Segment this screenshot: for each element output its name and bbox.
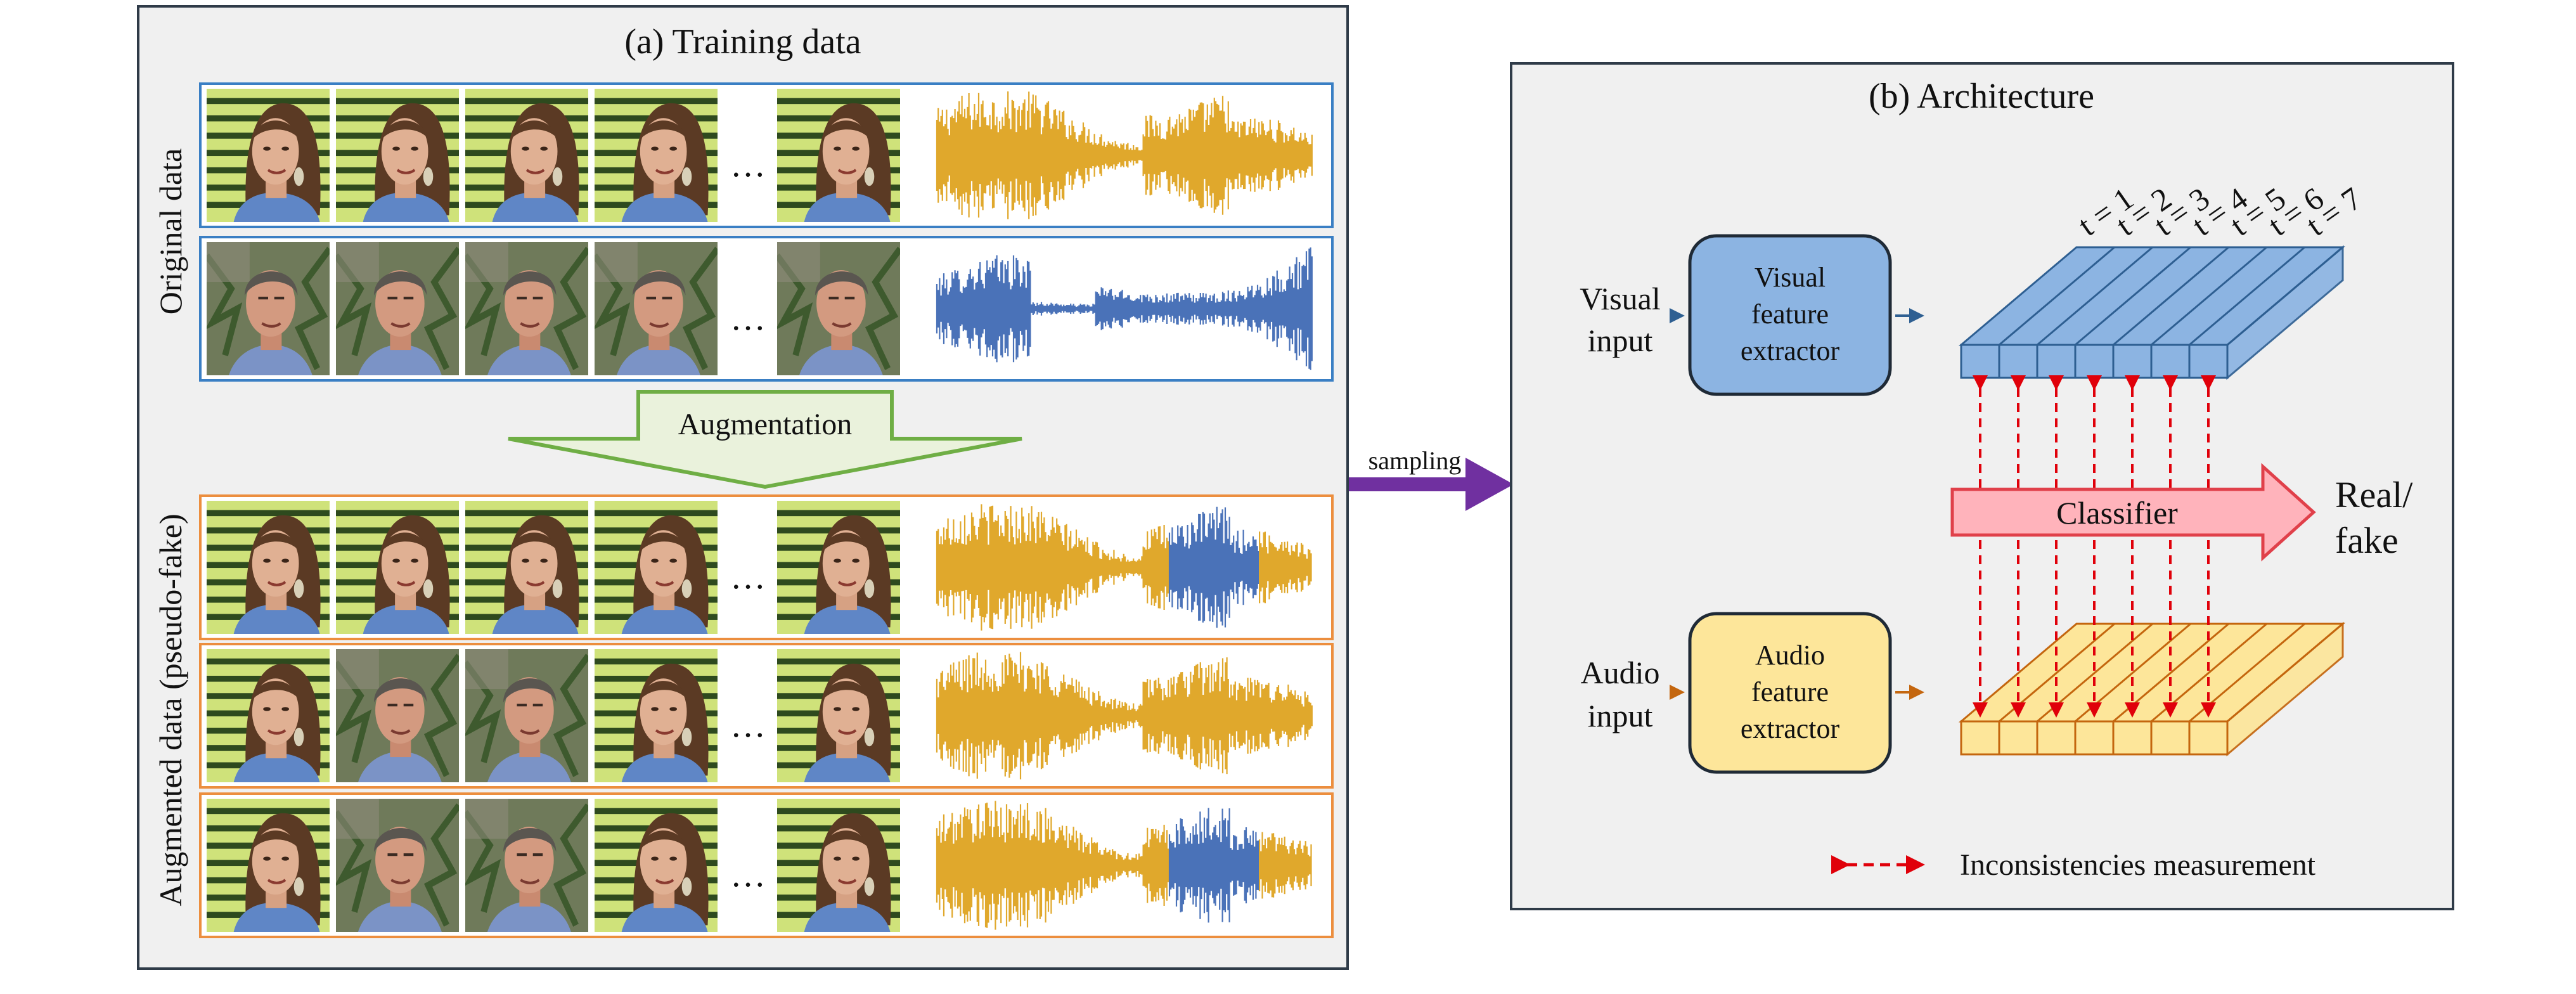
data-row-5: … (199, 792, 1334, 938)
frames-ellipsis: … (730, 145, 766, 184)
face-thumbnail-man (336, 799, 459, 932)
audio-feature-extractor: Audio feature extractor (1688, 612, 1892, 774)
frames-ellipsis: … (730, 299, 766, 338)
classifier: Classifier (1950, 463, 2316, 562)
audio-waveform-woman (936, 504, 1169, 631)
visual-extractor-line3: extractor (1741, 335, 1840, 366)
time-step-cell (2074, 720, 2115, 756)
data-row-3: … (199, 494, 1334, 640)
augmentation-label: Augmentation (678, 408, 853, 441)
audio-waveform-woman (1259, 832, 1312, 899)
output-label-line1: Real/ (2335, 474, 2413, 515)
visual-extractor-line2: feature (1751, 299, 1829, 330)
time-step-cell (2150, 720, 2191, 756)
face-thumbnail-woman (777, 649, 900, 782)
audio-waveform-man (936, 247, 1313, 370)
face-thumbnail-woman (207, 799, 330, 932)
face-thumbnail-woman (207, 89, 330, 222)
audio-extractor-line1: Audio (1755, 640, 1825, 671)
panel-architecture: (b) Architecture Visual input Audio inpu… (1510, 62, 2454, 910)
audio-waveform-woman (936, 91, 1313, 219)
legend-label: Inconsistencies measurement (1960, 848, 2316, 882)
face-thumbnail-man (465, 799, 588, 932)
time-step-cell (2036, 720, 2077, 756)
face-thumbnail-woman (207, 649, 330, 782)
panel-training-data: (a) Training data Original data Augmente… (137, 5, 1349, 970)
face-thumbnail-woman (465, 89, 588, 222)
visual-extractor-line1: Visual (1755, 262, 1826, 293)
audio-waveform-woman (936, 652, 1313, 780)
original-data-label: Original data (153, 148, 188, 314)
face-thumbnail-woman (595, 501, 718, 634)
classifier-label: Classifier (2056, 495, 2178, 531)
frames-ellipsis: … (730, 855, 766, 894)
audio-extractor-line3: extractor (1741, 713, 1840, 744)
face-thumbnail-woman (207, 501, 330, 634)
time-step-cell (2112, 720, 2153, 756)
face-thumbnail-woman (595, 649, 718, 782)
audio-waveform-man (1168, 808, 1259, 923)
data-rows: … … … … … (199, 82, 1334, 938)
face-thumbnail-woman (777, 799, 900, 932)
face-thumbnail-man (465, 242, 588, 375)
face-thumbnail-woman (777, 89, 900, 222)
face-thumbnail-man (207, 242, 330, 375)
time-step-cell (2188, 720, 2229, 756)
audio-input-label-line2: input (1588, 698, 1653, 733)
time-step-cell (1960, 720, 2000, 756)
face-thumbnail-woman (595, 799, 718, 932)
face-thumbnail-man (465, 649, 588, 782)
augmented-data-label: Augmented data (pseudo-fake) (153, 513, 188, 906)
frames-ellipsis: … (730, 706, 766, 745)
panel-a-title: (a) Training data (624, 22, 861, 61)
time-step-cell (2074, 344, 2115, 379)
face-thumbnail-woman (777, 501, 900, 634)
face-thumbnail-woman (336, 89, 459, 222)
sampling-label: sampling (1368, 446, 1462, 475)
sampling-arrow: sampling (1349, 446, 1514, 511)
face-thumbnail-man (595, 242, 718, 375)
face-thumbnail-man (336, 242, 459, 375)
data-row-4: … (199, 643, 1334, 789)
time-step-cell (1960, 344, 2000, 379)
face-thumbnail-woman (336, 501, 459, 634)
legend: Inconsistencies measurement (1831, 848, 2316, 882)
visual-feature-extractor: Visual feature extractor (1688, 234, 1892, 396)
face-thumbnail-man (336, 649, 459, 782)
face-thumbnail-woman (465, 501, 588, 634)
time-step-cell (1998, 344, 2038, 379)
face-thumbnail-man (777, 242, 900, 375)
data-row-2: … (199, 236, 1334, 382)
time-step-cell (2188, 344, 2229, 379)
visual-input-label-line2: input (1588, 323, 1653, 358)
audio-waveform-woman (936, 801, 1169, 930)
inconsistency-arrows (1973, 375, 2216, 718)
audio-waveform-woman (1259, 531, 1312, 604)
face-thumbnail-woman (595, 89, 718, 222)
data-row-1: … (199, 82, 1334, 228)
time-step-cell (2150, 344, 2191, 379)
audio-waveform-man (1168, 507, 1259, 628)
panel-b-title: (b) Architecture (1869, 77, 2094, 116)
audio-extractor-line2: feature (1751, 676, 1829, 707)
time-step-cell (1998, 720, 2038, 756)
frames-ellipsis: … (730, 557, 766, 597)
visual-feature-sequence (1958, 245, 2346, 380)
time-step-cell (2036, 344, 2077, 379)
augmentation-arrow: Augmentation (508, 390, 1022, 489)
output-label-line2: fake (2335, 520, 2399, 561)
visual-input-label-line1: Visual (1580, 281, 1661, 316)
time-step-cell (2112, 344, 2153, 379)
audio-input-label-line1: Audio (1581, 655, 1660, 690)
